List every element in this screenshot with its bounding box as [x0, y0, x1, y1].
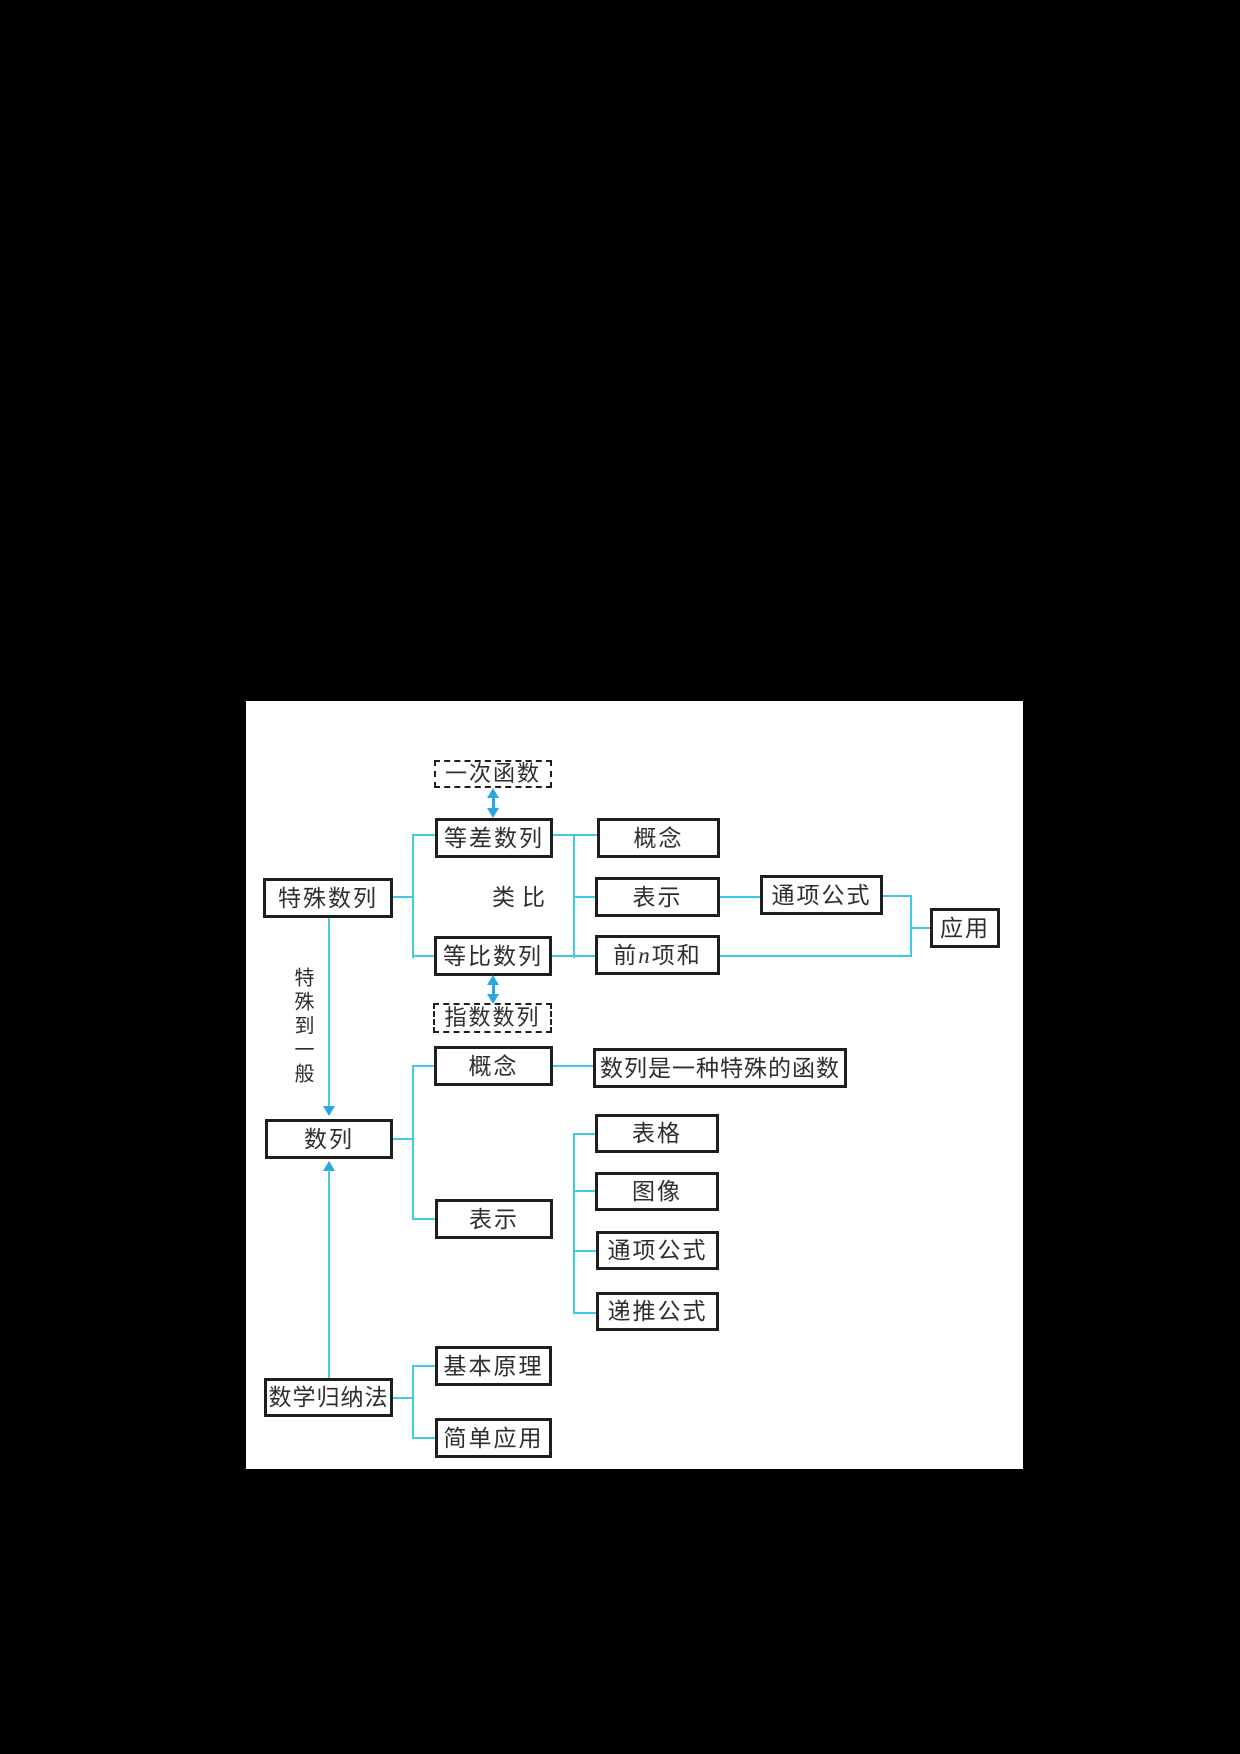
box-exponential-sequence-label: 指数数列: [444, 1005, 541, 1030]
connector-special-down-to-sequence: [328, 918, 330, 1108]
box-geometric-sequence: 等比数列: [434, 936, 552, 976]
label-special-to-general: 特殊到一般: [291, 967, 313, 1087]
box-application-label: 应用: [940, 915, 990, 941]
box-basic-principle-label: 基本原理: [443, 1353, 544, 1379]
connector-trunk1: [412, 834, 414, 958]
connector-trunk-to-recursive-formula: [573, 1312, 596, 1314]
connector-trunk-to-table: [573, 1133, 595, 1135]
arrow-up-to-sequence-icon: [323, 1161, 335, 1171]
box-arithmetic-sequence: 等差数列: [435, 818, 553, 858]
connector-concept-to-function-note: [553, 1065, 593, 1067]
double-arrow-bottom-down-icon: [487, 994, 499, 1004]
sum-var: n: [638, 942, 652, 968]
double-arrow-top-down-icon: [487, 808, 499, 818]
connector-right-trunk: [910, 895, 912, 957]
connector-trunk-to-simple-application: [412, 1437, 435, 1439]
box-sequence-is-special-function-label: 数列是一种特殊的函数: [600, 1055, 840, 1081]
connector-trunk1-to-geometric: [412, 955, 434, 957]
connector-trunk-to-general-formula: [573, 1250, 596, 1252]
connector-representation-trunk: [573, 1133, 575, 1314]
box-concept-middle-label: 概念: [468, 1053, 519, 1079]
box-general-formula-top: 通项公式: [760, 875, 883, 915]
connector-trunk-to-representation-mid: [412, 1218, 435, 1220]
sum-pre: 前: [613, 942, 639, 968]
box-sequence-is-special-function: 数列是一种特殊的函数: [593, 1048, 847, 1088]
connector-formula-to-right-trunk: [883, 895, 912, 897]
box-representation-middle-label: 表示: [469, 1206, 519, 1232]
box-general-formula-top-label: 通项公式: [771, 882, 872, 908]
box-linear-function: 一次函数: [434, 760, 552, 788]
double-arrow-top-up-icon: [487, 788, 499, 798]
box-representation-top-label: 表示: [632, 884, 683, 910]
connector-right-trunk-to-application: [910, 927, 930, 929]
box-concept-top-label: 概念: [633, 825, 684, 851]
connector-sequence-to-trunk: [393, 1138, 413, 1140]
box-exponential-sequence: 指数数列: [433, 1003, 552, 1033]
box-table-label: 表格: [632, 1121, 682, 1146]
double-arrow-bottom-shaft: [492, 983, 495, 996]
connector-trunk-to-basic-principle: [412, 1365, 435, 1367]
connector-trunk-to-graph: [573, 1190, 595, 1192]
box-arithmetic-sequence-label: 等差数列: [444, 825, 544, 851]
box-mathematical-induction-label: 数学归纳法: [268, 1385, 389, 1410]
box-linear-function-label: 一次函数: [444, 761, 541, 786]
connector-induction-to-trunk: [393, 1397, 413, 1399]
label-analogy: 类比: [492, 884, 552, 910]
connector-trunk-to-concept-mid: [412, 1065, 434, 1067]
connector-special-to-trunk1: [393, 896, 413, 898]
box-graph-label: 图像: [632, 1179, 682, 1204]
sum-post: 项和: [651, 942, 702, 968]
box-representation-middle: 表示: [435, 1199, 553, 1239]
box-recursive-formula: 递推公式: [596, 1292, 719, 1331]
connector-sum-to-right-trunk: [720, 955, 912, 957]
box-simple-application: 简单应用: [435, 1418, 552, 1458]
box-basic-principle: 基本原理: [435, 1346, 552, 1386]
box-special-sequence: 特殊数列: [263, 878, 393, 918]
connector-induction-up-to-sequence: [328, 1170, 330, 1378]
box-concept-top: 概念: [597, 818, 720, 858]
connector-trunk1-to-arithmetic: [412, 834, 435, 836]
connector-arithmetic-to-concept: [553, 834, 597, 836]
box-application: 应用: [930, 908, 1000, 948]
connector-induction-trunk: [412, 1365, 414, 1439]
double-arrow-top-shaft: [492, 796, 495, 810]
box-sequence-label: 数列: [304, 1126, 354, 1152]
box-representation-top: 表示: [595, 877, 720, 917]
label-special-to-general-text: 特殊到一般: [291, 967, 313, 1087]
box-geometric-sequence-label: 等比数列: [443, 943, 543, 969]
label-analogy-text: 类比: [492, 884, 552, 910]
double-arrow-bottom-up-icon: [487, 975, 499, 985]
box-table: 表格: [595, 1114, 719, 1153]
arrow-into-sequence-icon: [323, 1106, 335, 1116]
box-special-sequence-label: 特殊数列: [278, 885, 378, 911]
box-recursive-formula-label: 递推公式: [607, 1299, 708, 1324]
connector-sequence-trunk: [412, 1065, 414, 1220]
box-general-formula-middle: 通项公式: [596, 1231, 719, 1270]
connector-representation-to-formula: [720, 896, 760, 898]
box-concept-middle: 概念: [434, 1046, 553, 1086]
connector-geometric-to-sum: [552, 955, 595, 957]
connector-trunk2-to-representation: [573, 896, 595, 898]
box-general-formula-middle-label: 通项公式: [607, 1238, 708, 1263]
box-sequence: 数列: [265, 1119, 393, 1159]
box-graph: 图像: [595, 1172, 719, 1211]
box-mathematical-induction: 数学归纳法: [264, 1378, 393, 1417]
box-simple-application-label: 简单应用: [443, 1425, 544, 1451]
